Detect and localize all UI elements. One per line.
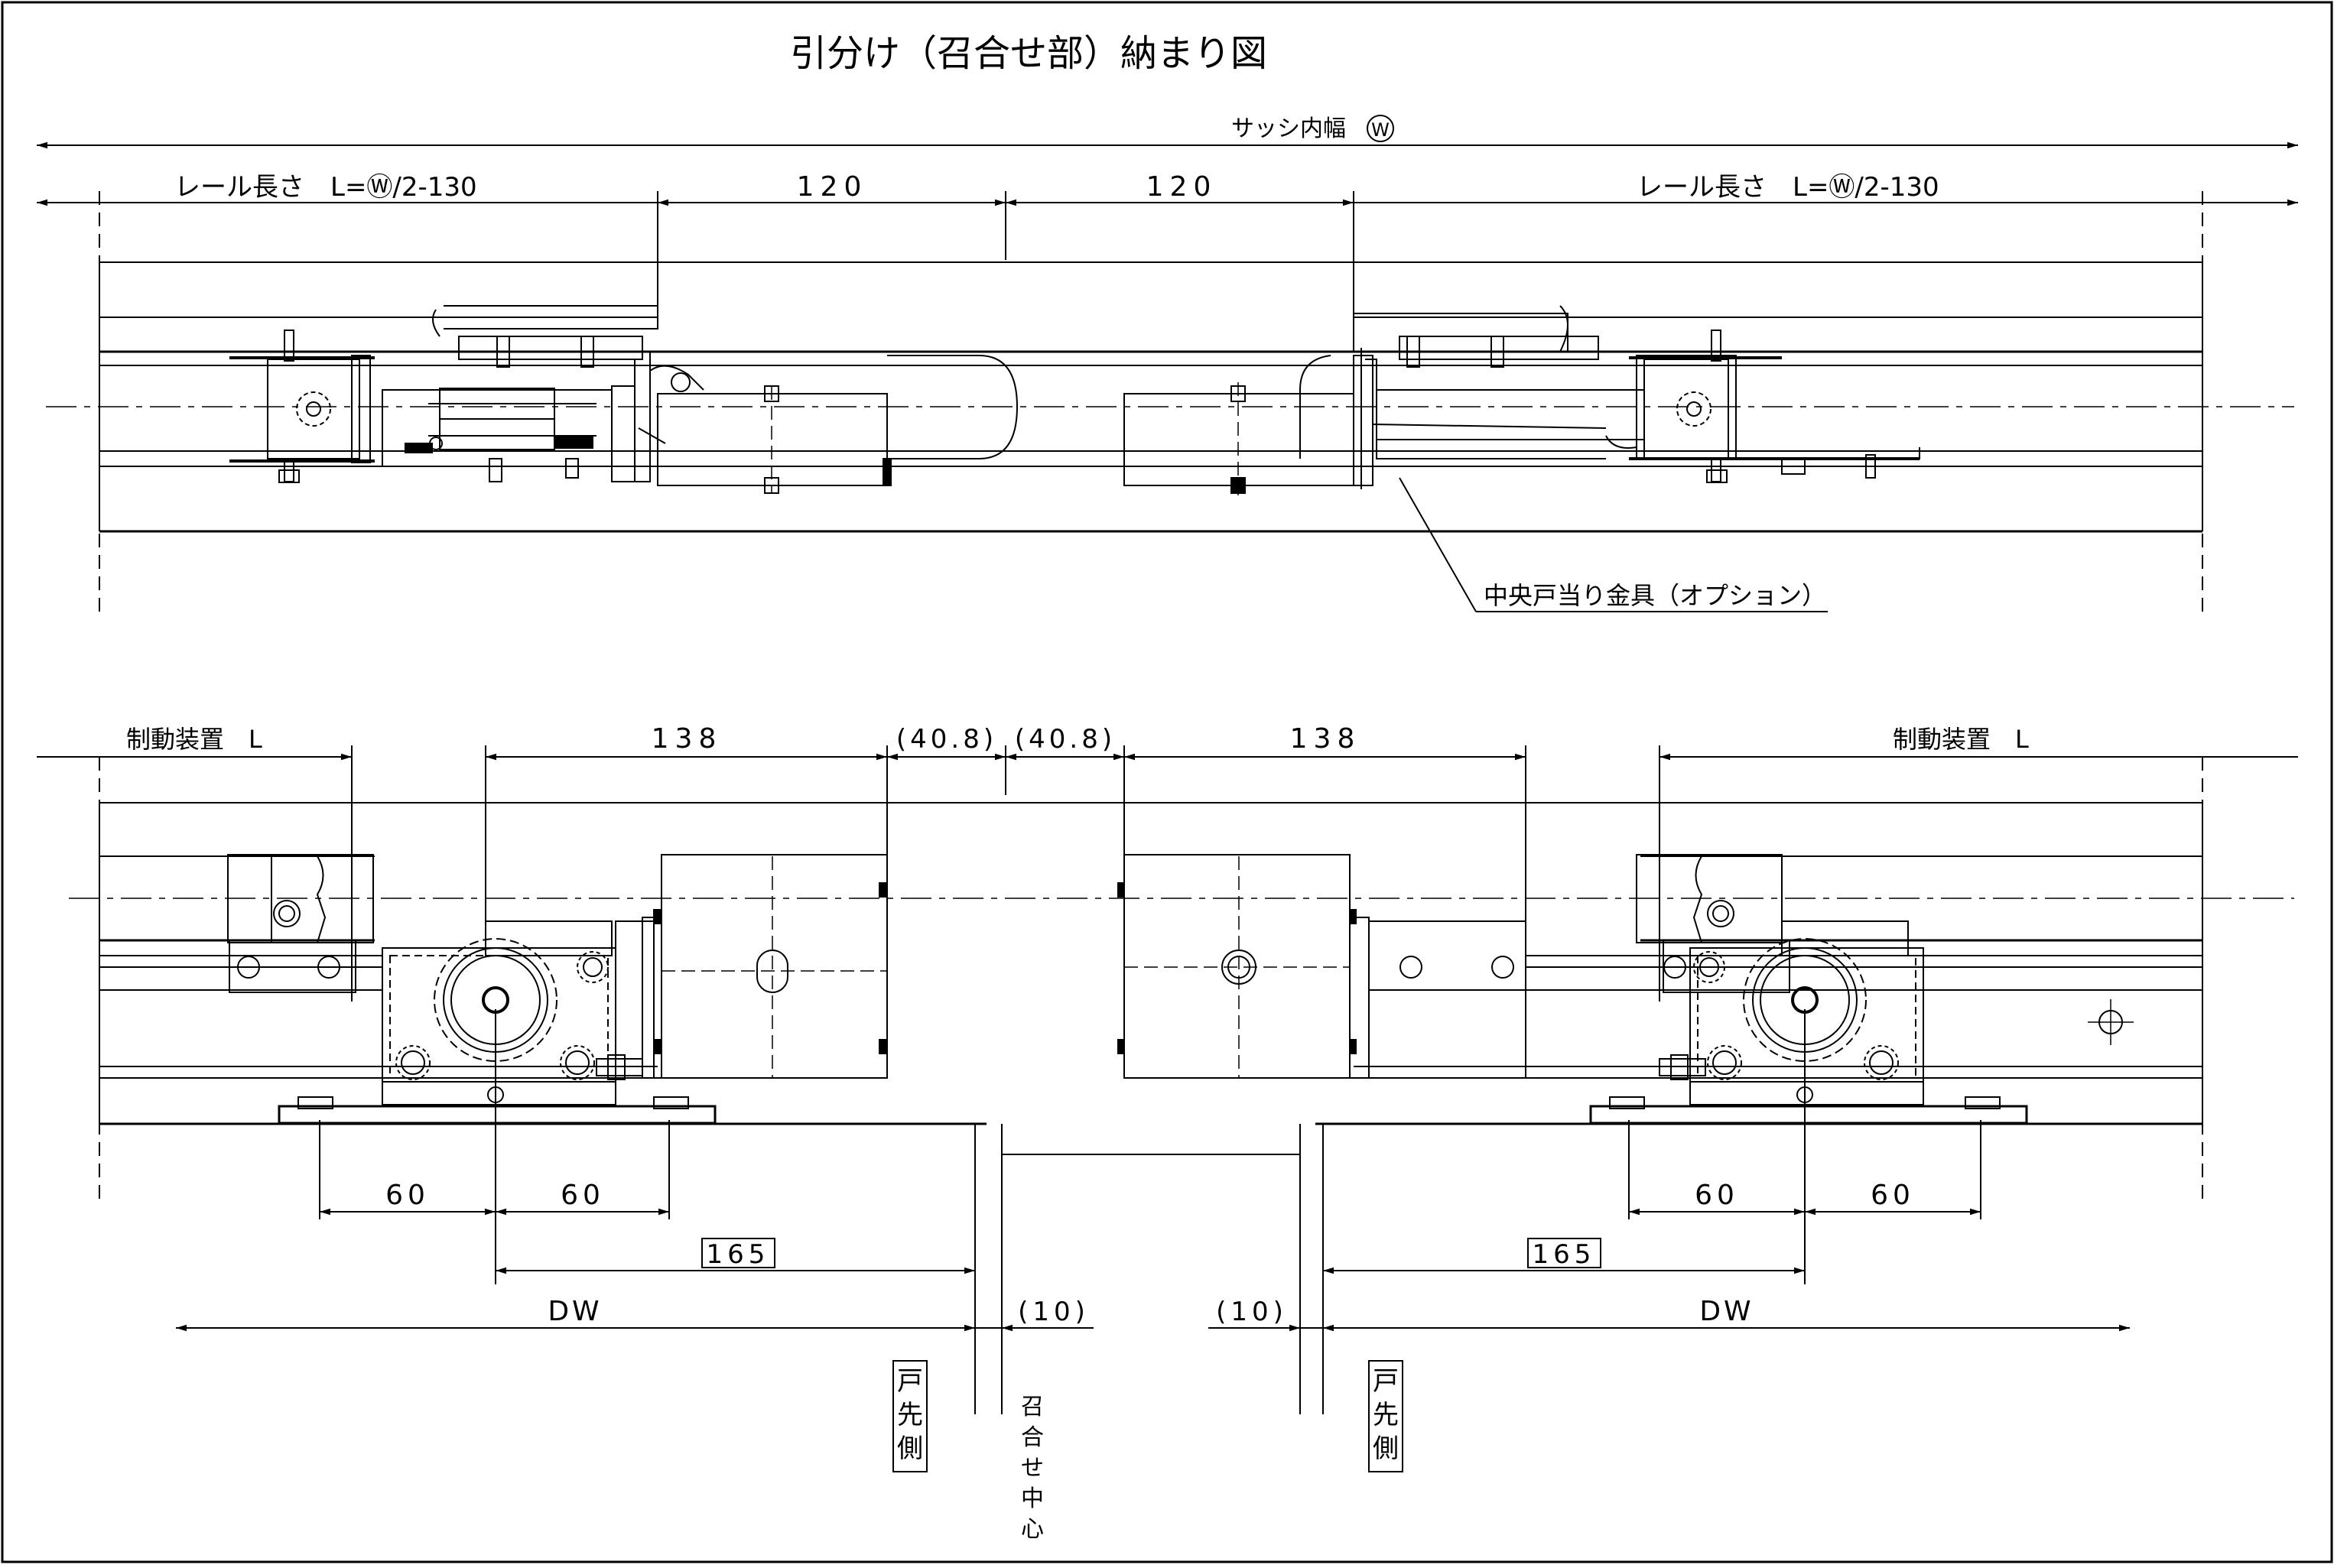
- meeting-center-char: 合: [1021, 1424, 1044, 1451]
- dim-60-a: 60: [385, 1180, 430, 1211]
- door-tip-left-char: 先: [897, 1400, 923, 1430]
- box-door-tip-right: [1368, 1360, 1403, 1472]
- left-drive-assembly: [227, 854, 888, 1125]
- dim-60-d: 60: [1871, 1180, 1915, 1211]
- dim-408-right: (40.8): [1015, 724, 1116, 755]
- meeting-center-char: 召: [1021, 1394, 1044, 1420]
- door-tip-right-label: 戸 先 側: [1373, 1366, 1399, 1464]
- dim-120-right: 120: [1146, 171, 1217, 203]
- dim-408-left: (40.8): [896, 724, 997, 755]
- rail-length-right: レール長さ L=Ⓦ/2-130: [1637, 172, 1939, 203]
- door-tip-right-char: 戸: [1373, 1366, 1399, 1397]
- door-tip-left-label: 戸 先 側: [897, 1366, 923, 1464]
- option-leader: [1399, 477, 1828, 612]
- door-tip-right-char: 先: [1373, 1400, 1399, 1430]
- dw-left: DW: [548, 1296, 602, 1327]
- dim-60-b: 60: [561, 1180, 605, 1211]
- door-tip-left-char: 戸: [897, 1366, 923, 1397]
- dw-right: DW: [1699, 1296, 1754, 1327]
- bottom-view-rail: [69, 802, 2294, 1414]
- door-tip-left-char: 側: [897, 1433, 923, 1464]
- right-drive-assembly: [1117, 854, 2134, 1125]
- dim-10-right: (10): [1216, 1297, 1288, 1327]
- dim-10-left: (10): [1018, 1297, 1090, 1327]
- meeting-center-char: 中: [1021, 1485, 1044, 1512]
- drawing-title: 引分け（召合せ部）納まり図: [790, 32, 1267, 75]
- option-note: 中央戸当り金具（オプション）: [1484, 581, 1826, 610]
- dim-165-left: 165: [707, 1239, 770, 1270]
- brake-label-left: 制動装置 L: [126, 725, 262, 754]
- box-165-left: [701, 1238, 775, 1268]
- dim-138-left: 138: [652, 723, 723, 755]
- dim-165-right: 165: [1533, 1239, 1596, 1270]
- sash-width-symbol: W: [1371, 119, 1390, 141]
- door-tip-right-char: 側: [1373, 1433, 1399, 1464]
- box-165-right: [1527, 1238, 1601, 1268]
- box-door-tip-left: [892, 1360, 928, 1472]
- top-view-rail: [46, 261, 2294, 533]
- rail-length-left: レール長さ L=Ⓦ/2-130: [174, 172, 477, 203]
- sash-width-label: サッシ内幅: [1231, 115, 1346, 142]
- meeting-center-char: 心: [1021, 1516, 1044, 1543]
- lower-dimensions: [176, 1009, 2130, 1472]
- left-carriage-top: [229, 305, 1019, 494]
- right-carriage-top: [1123, 305, 1920, 497]
- brake-label-right: 制動装置 L: [1893, 725, 2029, 754]
- meeting-center-char: せ: [1021, 1455, 1044, 1482]
- bottom-dimensions: [37, 745, 2298, 1200]
- dim-60-c: 60: [1695, 1180, 1739, 1211]
- top-dimensions: [37, 141, 2298, 612]
- dim-120-left: 120: [797, 171, 868, 203]
- meeting-center-label: 召 合 せ 中 心: [1021, 1394, 1044, 1543]
- circled-w-mark: [1367, 115, 1394, 142]
- dim-138-right: 138: [1290, 723, 1361, 755]
